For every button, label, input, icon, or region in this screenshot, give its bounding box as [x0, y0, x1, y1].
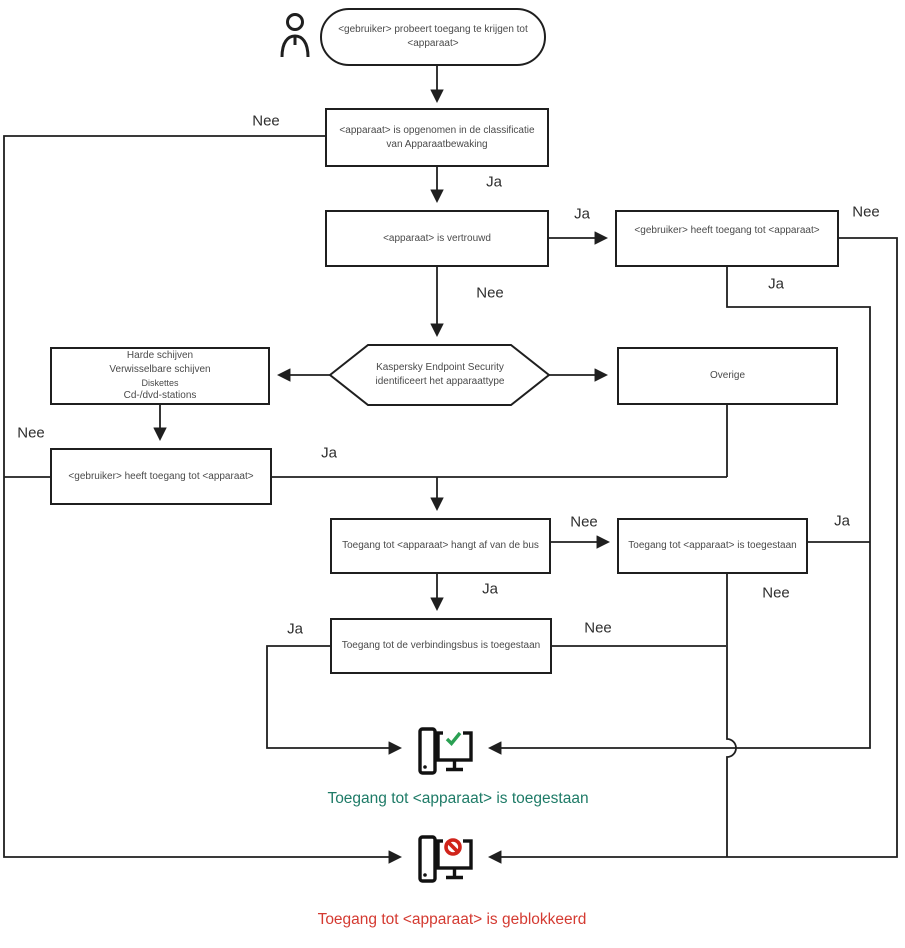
node-identify-hexagon: Kaspersky Endpoint Security identificeer…: [352, 347, 528, 403]
node-user-access-top-text: <gebruiker> heeft toegang tot <apparaat>: [634, 225, 820, 236]
edge-label-useraccess-ja: Ja: [768, 275, 784, 293]
edge-label-left-ja: Ja: [321, 444, 337, 462]
device-type-line: Verwisselbare schijven: [109, 363, 211, 375]
result-blocked-label: Toegang tot <apparaat> is geblokkeerd: [317, 911, 587, 928]
node-user-access-left: <gebruiker> heeft toegang tot <apparaat>: [50, 448, 272, 505]
node-other-text: Overige: [709, 370, 745, 381]
node-bus-depends-text: Toegang tot <apparaat> hangt af van de b…: [342, 540, 539, 551]
node-start-oval: <gebruiker> probeert toegang te krijgen …: [320, 8, 546, 66]
node-start-text: <gebruiker> probeert toegang te krijgen …: [338, 24, 528, 49]
computer-allowed-icon: [417, 724, 475, 778]
node-user-access-top: <gebruiker> heeft toegang tot <apparaat>: [615, 210, 839, 267]
node-user-access-left-text: <gebruiker> heeft toegang tot <apparaat>: [68, 470, 254, 482]
edge-label-trusted-nee: Nee: [476, 284, 504, 302]
edge-label-trusted-ja: Ja: [574, 205, 590, 223]
device-type-line: Harde schijven: [126, 349, 194, 361]
edge-label-useraccess-nee: Nee: [852, 203, 880, 221]
edge-label-verbindingsbus-nee: Nee: [584, 619, 612, 637]
person-icon: [278, 12, 312, 60]
edge-label-allowedbox-ja: Ja: [834, 512, 850, 530]
node-other: Overige: [617, 347, 838, 405]
prohibition-icon: [444, 838, 462, 856]
check-icon: [445, 731, 462, 747]
edge-label-verbindingsbus-ja: Ja: [287, 620, 303, 638]
node-device-types: Harde schijven Verwisselbare schijven Di…: [50, 347, 270, 405]
node-bus-depends: Toegang tot <apparaat> hangt af van de b…: [330, 518, 551, 574]
computer-blocked-icon: [417, 832, 475, 886]
node-access-allowed: Toegang tot <apparaat> is toegestaan: [617, 518, 808, 574]
result-allowed-label: Toegang tot <apparaat> is toegestaan: [327, 790, 589, 807]
node-trusted-text: <apparaat> is vertrouwd: [383, 232, 491, 244]
edge-label-bus-nee: Nee: [570, 513, 598, 531]
edge-label-devicetypes-nee: Nee: [17, 424, 45, 442]
edge-label-bus-ja: Ja: [482, 580, 498, 598]
node-access-allowed-text: Toegang tot <apparaat> is toegestaan: [628, 540, 797, 551]
device-type-line: Diskettes: [141, 377, 179, 388]
node-identify-text: Kaspersky Endpoint Security identificeer…: [375, 362, 505, 387]
node-bus-allowed-text: Toegang tot de verbindingsbus is toegest…: [341, 640, 541, 651]
edge-label-allowedbox-nee: Nee: [762, 584, 790, 602]
node-classification: <apparaat> is opgenomen in de classifica…: [325, 108, 549, 167]
edge-label-classification-ja: Ja: [486, 173, 502, 191]
node-classification-text: <apparaat> is opgenomen in de classifica…: [339, 124, 535, 150]
edge-label-classification-nee: Nee: [252, 112, 280, 130]
node-trusted: <apparaat> is vertrouwd: [325, 210, 549, 267]
device-type-line: Cd-/dvd-stations: [123, 390, 197, 402]
node-bus-allowed: Toegang tot de verbindingsbus is toegest…: [330, 618, 552, 674]
